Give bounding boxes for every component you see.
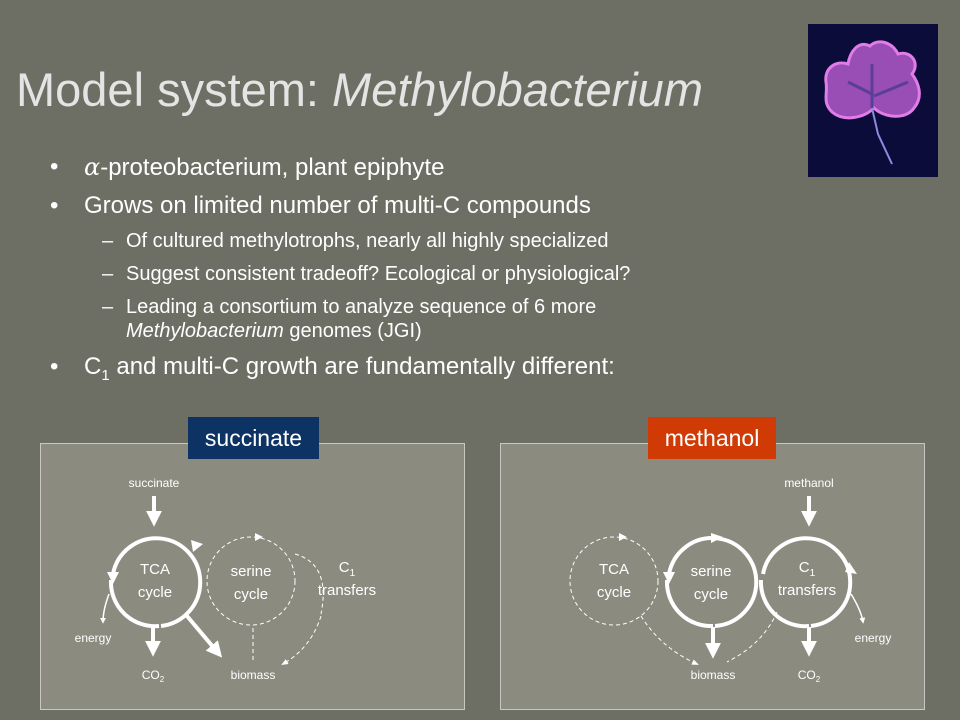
subbullet-specialized: –Of cultured methylotrophs, nearly all h… — [102, 230, 609, 252]
bullet-proteobacterium: α-proteobacterium, plant epiphyte — [50, 152, 850, 183]
succinate-tag: succinate — [188, 417, 319, 459]
svg-text:cycle: cycle — [694, 586, 728, 603]
energy-label: energy — [75, 631, 112, 645]
bullet-list: α-proteobacterium, plant epiphyte Grows … — [50, 152, 850, 399]
c1-transfers-cycle: C1 transfers — [758, 536, 857, 629]
methanol-diagram-panel: methanol TCA cycle serine cycle C1 trans… — [500, 443, 925, 710]
c1-transfers-label: C1 — [339, 559, 356, 579]
succinate-diagram: succinate TCA cycle serine cycle C1 tran… — [75, 476, 377, 684]
biomass-label: biomass — [231, 668, 276, 682]
svg-text:TCA: TCA — [599, 561, 629, 578]
serine-cycle: serine cycle — [206, 533, 296, 626]
input-label: methanol — [784, 476, 833, 490]
slide-title: Model system: Methylobacterium — [16, 62, 703, 117]
bullet-limited-compounds: Grows on limited number of multi-C compo… — [50, 191, 850, 221]
serine-cycle: serine cycle — [663, 533, 759, 629]
tca-cycle: TCA cycle — [569, 533, 659, 626]
svg-text:transfers: transfers — [778, 582, 836, 599]
bullet-c1-growth: C1 and multi-C growth are fundamentally … — [50, 352, 850, 391]
methanol-tag: methanol — [648, 417, 776, 459]
svg-text:cycle: cycle — [597, 584, 631, 601]
input-label: succinate — [129, 476, 180, 490]
tca-cycle: TCA cycle — [107, 536, 203, 629]
co2-label: CO2 — [142, 668, 165, 684]
title-italic: Methylobacterium — [332, 63, 703, 116]
svg-text:C1: C1 — [799, 559, 816, 579]
svg-text:transfers: transfers — [318, 582, 376, 599]
title-plain: Model system: — [16, 63, 333, 116]
svg-text:serine: serine — [691, 563, 732, 580]
biomass-label: biomass — [691, 668, 736, 682]
svg-text:cycle: cycle — [234, 586, 268, 603]
methanol-diagram: methanol TCA cycle serine cycle C1 trans… — [569, 476, 892, 684]
leaf-fluorescence-image — [808, 24, 938, 177]
subbullet-consortium: –Leading a consortium to analyze sequenc… — [102, 296, 597, 342]
svg-text:TCA: TCA — [140, 561, 170, 578]
subbullet-tradeoff: –Suggest consistent tradeoff? Ecological… — [102, 263, 631, 285]
energy-label: energy — [855, 631, 892, 645]
svg-text:serine: serine — [231, 563, 272, 580]
succinate-diagram-panel: succinate TCA cycle serine cycle C1 tran… — [40, 443, 465, 710]
svg-text:cycle: cycle — [138, 584, 172, 601]
co2-label: CO2 — [798, 668, 821, 684]
